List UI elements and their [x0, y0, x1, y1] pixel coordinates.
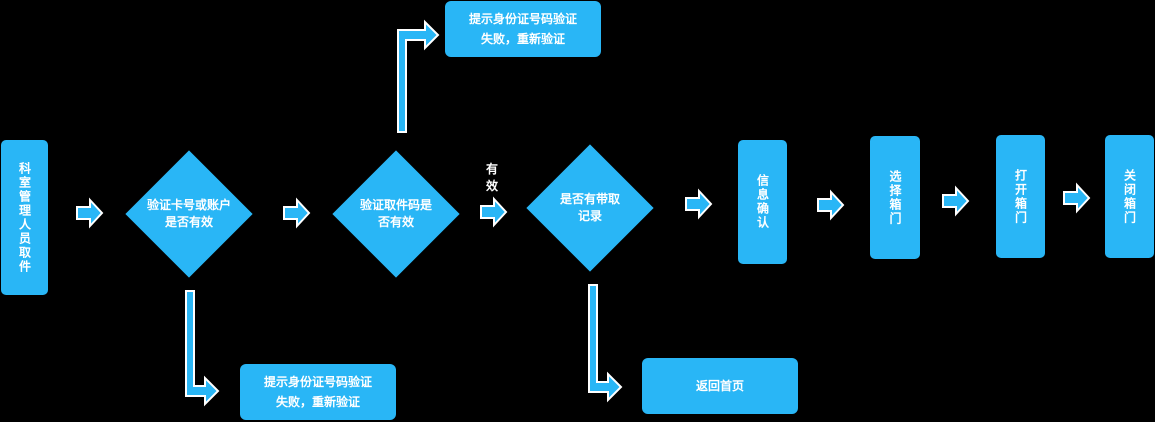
node-error-top-label: 提示身份证号码验证失败，重新验证 — [468, 12, 577, 46]
node-staff-pickup: 科室管理人员取件 — [1, 140, 48, 295]
node-error-bottom: 提示身份证号码验证失败，重新验证 — [240, 364, 396, 420]
node-info-confirm: 信息确认 — [738, 140, 787, 264]
node-open-box: 打开箱门 — [996, 135, 1045, 258]
arrow-right-2 — [283, 197, 311, 229]
arrow-right-7 — [1063, 182, 1091, 214]
decision-verify-card-label: 验证卡号或账户是否有效 — [147, 198, 232, 229]
arrow-right-6 — [942, 185, 970, 217]
decision-check-record: 是否有带取记录 — [520, 144, 660, 272]
node-open-box-label: 打开箱门 — [1013, 168, 1028, 225]
arrow-right-3 — [480, 196, 508, 228]
arrow-elbow-up — [397, 19, 440, 133]
arrow-right-1 — [76, 197, 104, 229]
decision-verify-code-label: 验证取件码是否有效 — [360, 198, 433, 229]
arrow-elbow-down-2 — [588, 284, 623, 403]
valid-label: 有效 — [486, 162, 499, 193]
node-close-box: 关闭箱门 — [1105, 135, 1154, 258]
node-select-box: 选择箱门 — [870, 136, 920, 259]
node-info-confirm-label: 信息确认 — [755, 174, 770, 230]
arrow-elbow-down-1 — [185, 290, 220, 407]
decision-verify-code: 验证取件码是否有效 — [327, 150, 465, 278]
node-select-box-label: 选择箱门 — [888, 169, 902, 226]
decision-verify-card: 验证卡号或账户是否有效 — [120, 150, 258, 278]
node-return-home-label: 返回首页 — [695, 379, 744, 393]
arrow-right-5 — [817, 189, 845, 221]
node-close-box-label: 关闭箱门 — [1122, 168, 1137, 225]
node-staff-pickup-label: 科室管理人员取件 — [17, 161, 32, 274]
arrow-right-4 — [685, 188, 713, 220]
node-return-home: 返回首页 — [642, 358, 798, 414]
node-error-bottom-label: 提示身份证号码验证失败，重新验证 — [263, 375, 372, 409]
decision-check-record-label: 是否有带取记录 — [560, 192, 621, 223]
node-error-top: 提示身份证号码验证失败，重新验证 — [445, 1, 601, 57]
